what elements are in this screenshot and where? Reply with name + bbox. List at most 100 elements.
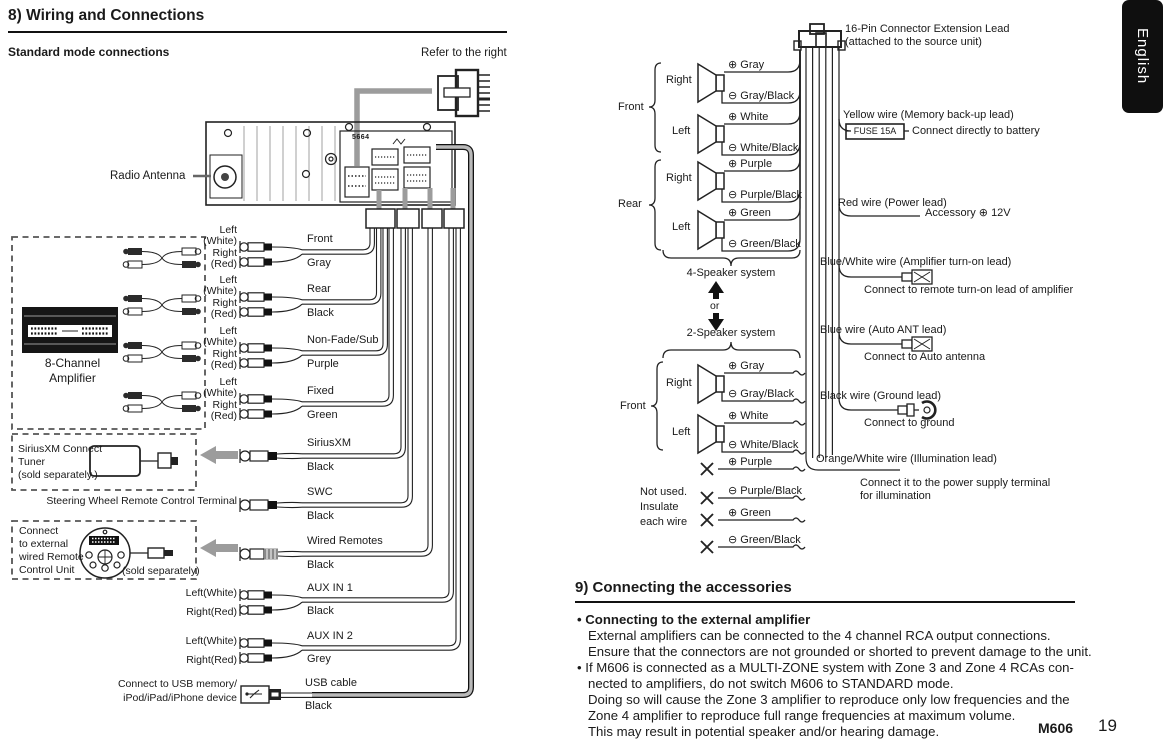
left-cables bbox=[302, 228, 461, 651]
fourspk-speaker-icons bbox=[697, 62, 725, 251]
gray-cable-top bbox=[354, 88, 432, 166]
section9-b2-line3: Zone 4 amplifier to reproduce full range… bbox=[588, 708, 1016, 723]
arrow-to-siriusxm bbox=[200, 446, 238, 464]
aux2-name: AUX IN 2 bbox=[307, 630, 353, 642]
remote-box-line2: to external bbox=[19, 538, 69, 550]
usb-caption-line2: iPod/iPad/iPhone device bbox=[123, 692, 237, 704]
fuse-box bbox=[845, 123, 905, 140]
amp-label-line1: 8-Channel bbox=[44, 356, 101, 370]
refer-connector-icon bbox=[437, 68, 490, 118]
rca-pair-plugs bbox=[239, 241, 303, 664]
16pin-connector-icon bbox=[793, 23, 846, 51]
twospk-wire-5: ⊖ Purple/Black bbox=[728, 485, 803, 497]
refer-right-label: Refer to the right bbox=[421, 47, 507, 59]
rca2-right-label: Right(Red) bbox=[210, 297, 237, 321]
language-tab-label: English bbox=[1134, 28, 1151, 85]
aux2-left-label: Left(White) bbox=[185, 635, 237, 647]
siriusxm-cable-color: Black bbox=[307, 461, 334, 473]
usb-caption-line1: Connect to USB memory/ bbox=[117, 678, 237, 690]
twospk-front: Front bbox=[620, 400, 646, 412]
siriusxm-cable-name: SiriusXM bbox=[307, 437, 352, 449]
aux1-right-label: Right(Red) bbox=[186, 606, 237, 618]
red-wire-title: Red wire (Power lead) bbox=[838, 197, 947, 209]
or-arrows bbox=[708, 281, 724, 331]
twospk-wire-0: ⊕ Gray bbox=[728, 360, 765, 372]
aux2-color: Grey bbox=[307, 653, 331, 665]
amp-y-cables bbox=[122, 247, 202, 413]
fourspk-front: Front bbox=[618, 101, 644, 113]
not-used-x-marks bbox=[700, 462, 714, 554]
twospk-braces bbox=[650, 341, 801, 451]
not-used-line1: Not used. bbox=[640, 486, 688, 498]
swc-terminal-label: Steering Wheel Remote Control Terminal bbox=[46, 495, 237, 507]
remote-box-line3: wired Remote bbox=[19, 551, 84, 563]
amp-label-line2: Amplifier bbox=[49, 371, 96, 385]
wired-remotes-name: Wired Remotes bbox=[307, 535, 383, 547]
section8-rule bbox=[8, 31, 507, 33]
bluewhite-wire-desc: Connect to remote turn-on lead of amplif… bbox=[864, 284, 1074, 296]
aux1-name: AUX IN 1 bbox=[307, 582, 353, 594]
fourspk-wire-0: ⊕ Gray bbox=[728, 59, 765, 71]
aux1-left-label: Left(White) bbox=[185, 587, 237, 599]
amplifier-box bbox=[11, 236, 206, 430]
rca2-name: Rear bbox=[307, 283, 331, 295]
rca2-color: Black bbox=[307, 307, 334, 319]
head-unit-drawing bbox=[193, 121, 456, 206]
twospk-left: Left bbox=[672, 426, 691, 438]
or-label: or bbox=[710, 300, 720, 312]
bluewhite-wire-title: Blue/White wire (Amplifier turn-on lead) bbox=[820, 256, 1012, 268]
usb-connector-icon bbox=[240, 685, 312, 704]
rca4-color: Green bbox=[307, 409, 338, 421]
rca2-left-label: Left(White) bbox=[203, 274, 237, 298]
yellow-wire-desc: Connect directly to battery bbox=[912, 125, 1040, 137]
rca1-color: Gray bbox=[307, 257, 331, 269]
fourspk-caption: 4-Speaker system bbox=[686, 267, 776, 279]
swc-cable-name: SWC bbox=[307, 486, 333, 498]
usb-name: USB cable bbox=[305, 677, 357, 689]
section9-b2-line1: nected to amplifiers, do not switch M606… bbox=[588, 676, 954, 691]
not-used-line3: each wire bbox=[640, 516, 688, 528]
black-wire-desc: Connect to ground bbox=[864, 417, 955, 429]
subtitle: Standard mode connections bbox=[8, 45, 170, 59]
rca4-left-label: Left(White) bbox=[203, 376, 237, 400]
section9-b1-line2: Ensure that the connectors are not groun… bbox=[588, 644, 1092, 659]
wired-remotes-color: Black bbox=[307, 559, 334, 571]
yellow-wire-title: Yellow wire (Memory back-up lead) bbox=[843, 109, 1014, 121]
usb-color: Black bbox=[305, 700, 332, 712]
aux1-color: Black bbox=[307, 605, 334, 617]
fourspk-wire-2: ⊕ White bbox=[728, 111, 769, 123]
section9-b2-line4: This may result in potential speaker and… bbox=[588, 724, 940, 739]
rca1-left-label: Left(White) bbox=[203, 224, 237, 248]
twospk-wire-6: ⊕ Green bbox=[728, 507, 771, 519]
blue-wire-desc: Connect to Auto antenna bbox=[864, 351, 986, 363]
fourspk-rear: Rear bbox=[618, 198, 642, 210]
twospk-wire-7: ⊖ Green/Black bbox=[728, 534, 801, 546]
usb-trunk bbox=[312, 144, 474, 698]
rca4-name: Fixed bbox=[307, 385, 334, 397]
rca3-left-label: Left(White) bbox=[203, 325, 237, 349]
fourspk-wire-6: ⊕ Green bbox=[728, 207, 771, 219]
section8-title: 8) Wiring and Connections bbox=[8, 7, 205, 24]
fuse-label: FUSE 15A bbox=[853, 126, 897, 136]
rca3-name: Non-Fade/Sub bbox=[307, 334, 379, 346]
fourspk-left1: Left bbox=[672, 125, 691, 137]
orange-wire-desc1: Connect it to the power supply terminal bbox=[860, 477, 1051, 489]
rca1-name: Front bbox=[307, 233, 333, 245]
remote-sold-label: (sold separately) bbox=[122, 565, 200, 577]
section9-bullet2-first: • If M606 is connected as a MULTI-ZONE s… bbox=[577, 660, 1074, 675]
orange-wire-desc2: for illumination bbox=[860, 490, 931, 502]
ground-ring-icon bbox=[897, 400, 937, 420]
fourspk-wire-3: ⊖ White/Black bbox=[728, 142, 799, 154]
connector-boxes bbox=[365, 208, 465, 229]
twospk-wire-4: ⊕ Purple bbox=[728, 456, 773, 468]
twospk-wires bbox=[718, 370, 806, 550]
fourspk-wire-7: ⊖ Green/Black bbox=[728, 238, 801, 250]
not-used-line2: Insulate bbox=[640, 501, 679, 513]
rca4-right-label: Right(Red) bbox=[210, 399, 237, 423]
unit-code-label: 5664 bbox=[352, 134, 370, 141]
section9-bullet1-title: • Connecting to the external amplifier bbox=[577, 612, 811, 627]
footer-model: M606 bbox=[1038, 720, 1074, 736]
power-lead-lines bbox=[838, 118, 920, 411]
twospk-wire-1: ⊖ Gray/Black bbox=[728, 388, 795, 400]
